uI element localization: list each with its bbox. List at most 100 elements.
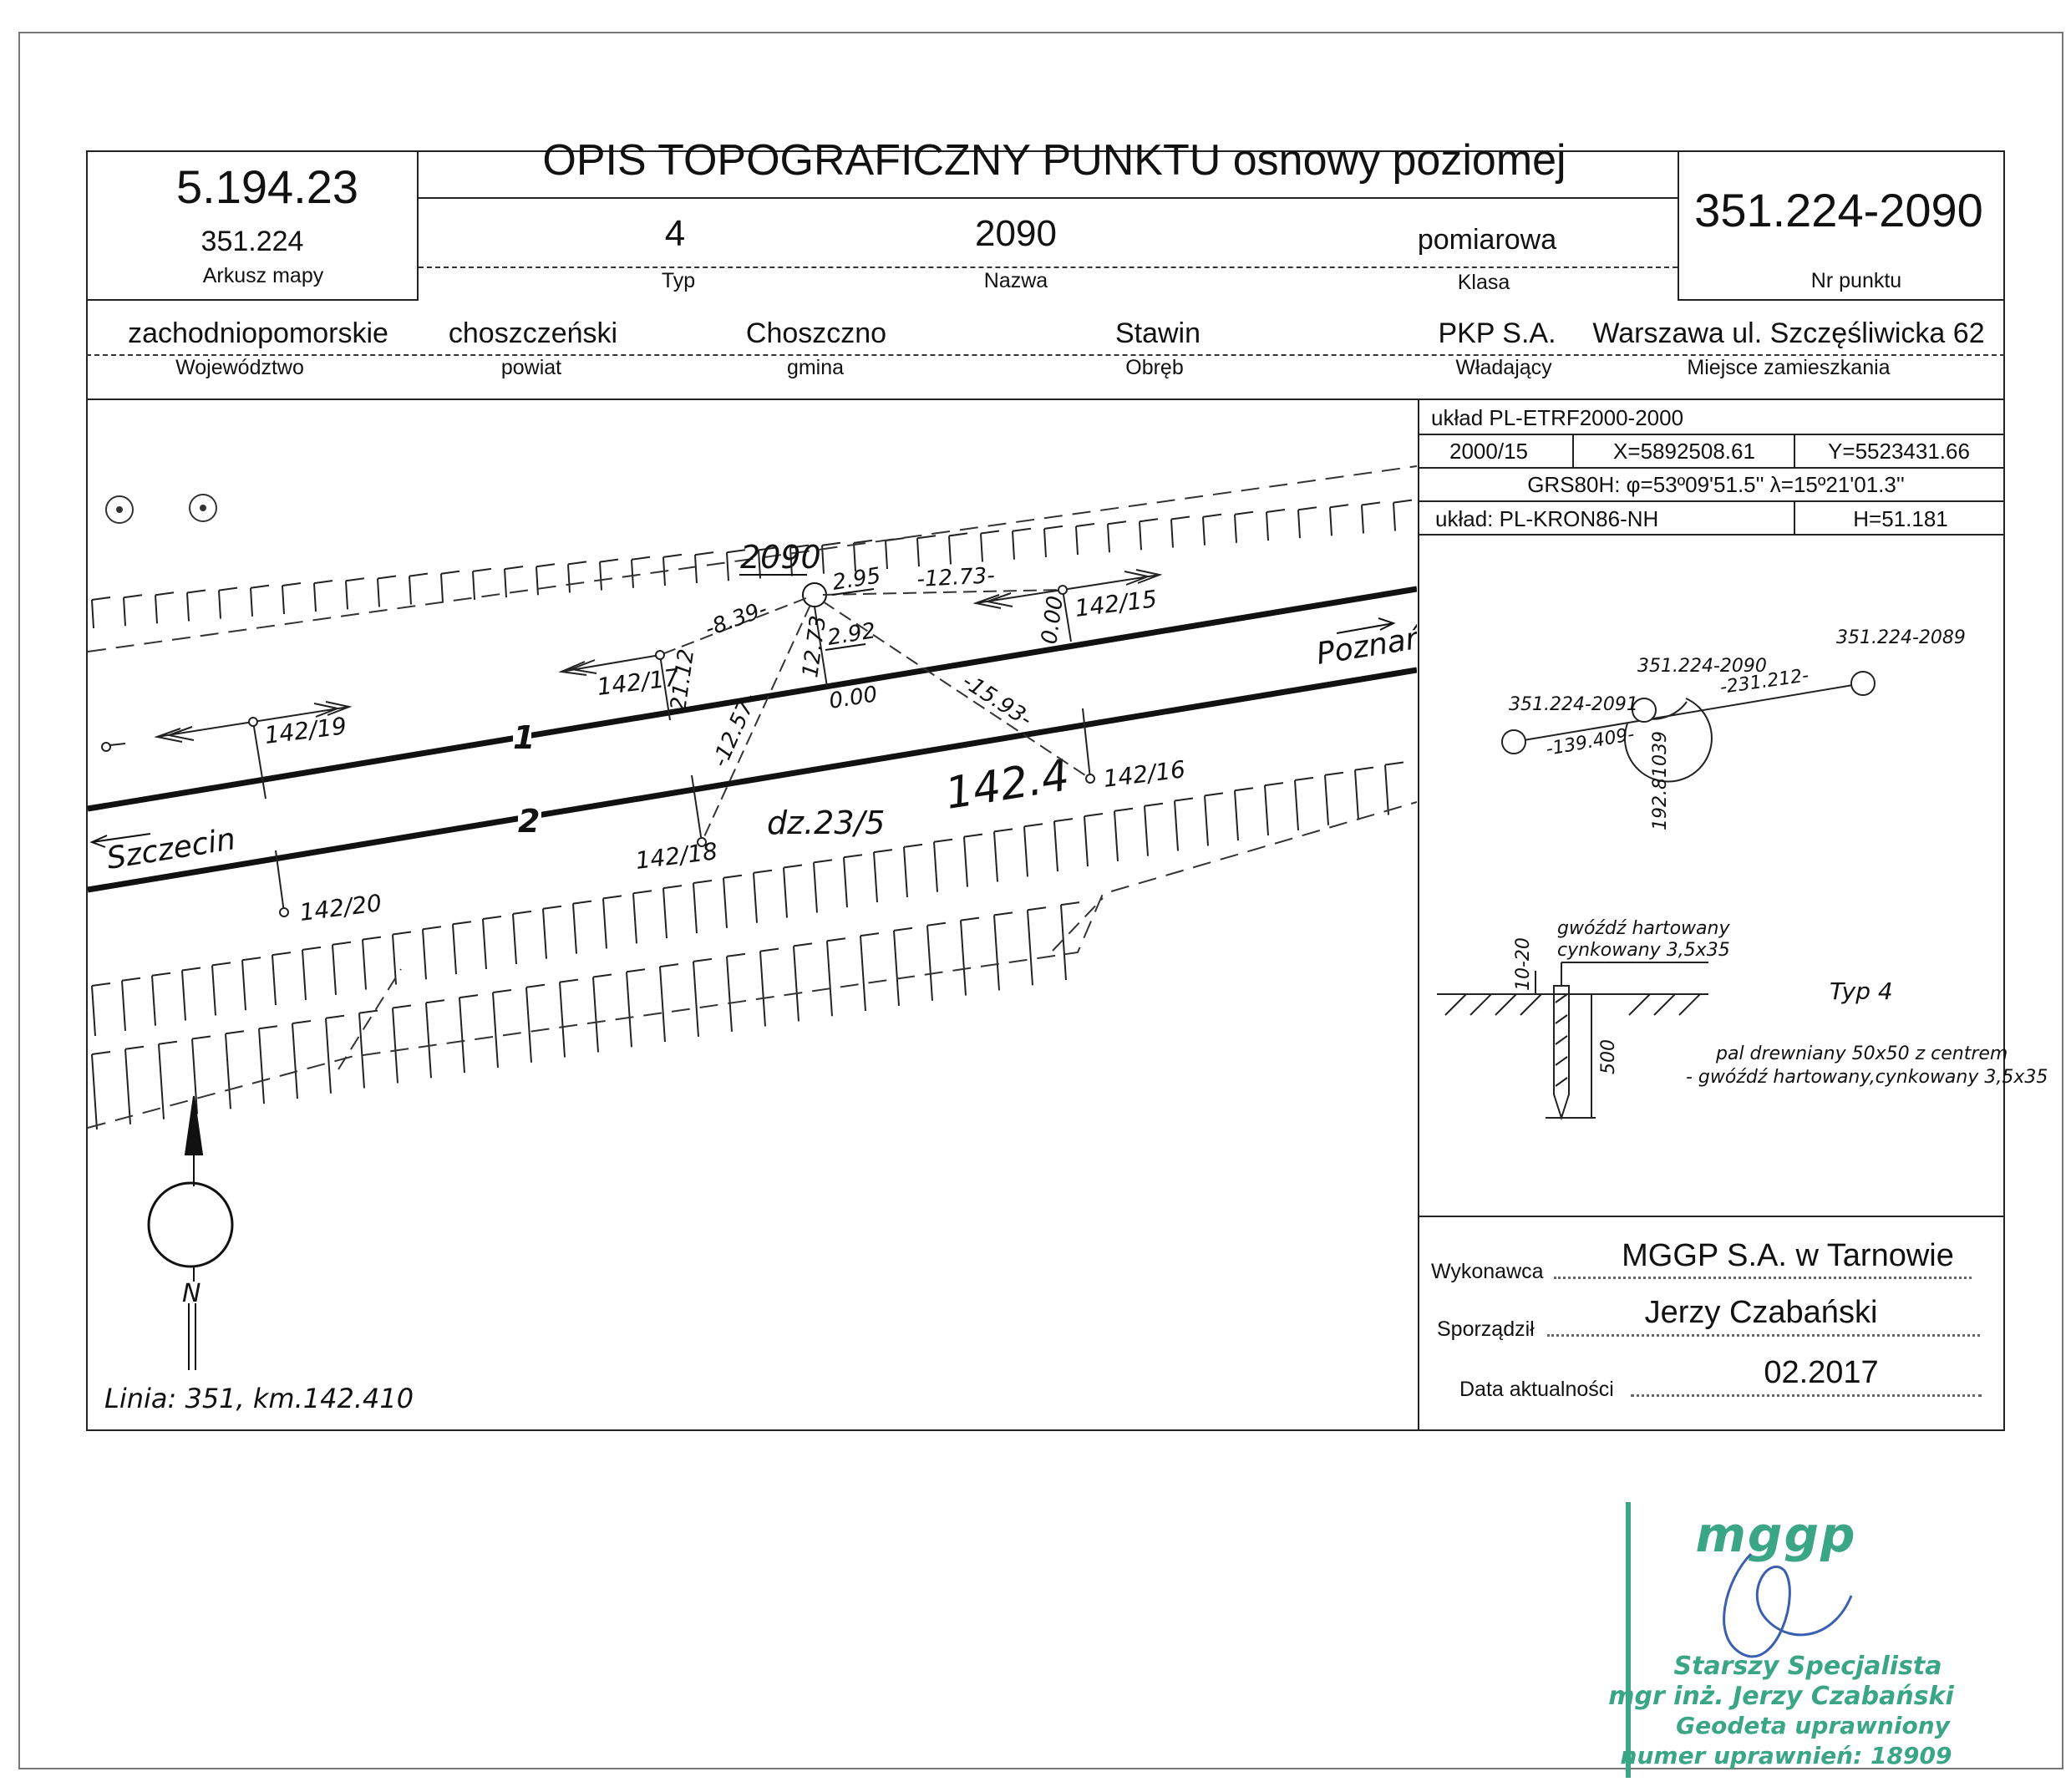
point-number-box [1678,150,2005,301]
perp-142-19 [252,721,266,800]
tree-icon [200,505,206,511]
track-2 [87,667,1417,893]
class-label: Klasa [1457,271,1510,294]
line-info: Linia: 351, km.142.410 [104,1383,414,1414]
coordinates-col-line-3 [1794,500,1795,536]
left-km-marker [101,742,111,752]
location-dash-line [86,354,2005,356]
date-dots [1631,1394,1982,1397]
class-value: pomiarowa [1417,224,1557,256]
right-panel-divider [1418,399,1419,1431]
header-dash-line [419,267,1678,268]
contractor-dots [1554,1277,1972,1279]
label-142-16: 142/16 [1102,755,1187,793]
perp-142-15 [1062,589,1072,642]
network-point-2091 [1501,729,1526,754]
marker-142-17 [655,650,665,660]
poznan-arrow [1336,617,1396,634]
arrow-142-17 [558,654,661,676]
contractor-label: Wykonawca [1431,1260,1544,1283]
marker-desc-2: - gwóźdź hartowany,cynkowany 3,5x35 [1686,1067,2048,1088]
north-arrow-head [184,1095,204,1155]
precinct-label: Obręb [1125,356,1184,379]
map-sheet-box [86,150,419,301]
coordinate-zone: 2000/15 [1449,439,1528,464]
measure-8-39: -8.39- [702,596,770,642]
residence-value: Warszawa ul. Szczęśliwicka 62 [1592,317,1985,349]
tree-icon [105,495,134,524]
page-frame [18,32,2063,1769]
line-to-142-18 [701,604,811,843]
nail-label-2: cynkowany 3,5x35 [1557,940,1730,961]
szczecin-arrow [89,833,151,848]
official-stamp: mggp Starszy Specjalista mgr inż. Jerzy … [1608,1495,1954,1788]
name-label: Nazwa [983,269,1048,292]
contractor-value: MGGP S.A. w Tarnowie [1622,1238,1954,1273]
measure-12-57: -12.57- [708,689,762,770]
label-142-15: 142/15 [1074,585,1159,622]
network-point-2089 [1850,671,1876,696]
north-arrow [147,1095,234,1370]
km-label: 142.4 [942,750,1073,820]
voivodeship-value: zachodniopomorskie [128,317,388,349]
arrow-142-19-left [154,721,254,743]
track-1 [87,586,1417,812]
coordinates-col-line-2 [1794,434,1795,467]
network-label-2090: 351.224-2090 [1637,656,1767,677]
measure-0-00-a: 0.00 [1037,594,1068,646]
stamp-line-1: Starszy Specjalista [1673,1652,1942,1681]
county-label: powiat [500,356,562,379]
track-1-label-bg [513,720,531,752]
map-sheet-number: 5.194.23 [176,160,358,213]
marker-142-16 [1085,774,1095,784]
perp-142-18 [691,774,703,843]
type-label: Typ [661,269,696,292]
footer-top-line [1418,1216,2005,1217]
north-arrow-circle [147,1181,234,1268]
voivodeship-label: Województwo [175,356,304,379]
network-label-2089: 351.224-2089 [1836,627,1966,648]
lower-dash-slope [338,968,402,1070]
coordinates-row-line-1 [1418,467,2005,469]
stamp-line-2: mgr inż. Jerzy Czabański [1608,1682,1954,1711]
precinct-value: Stawin [1114,317,1201,349]
marker-142-18 [697,837,707,847]
arrow-142-15-right [1062,569,1163,591]
line-to-142-17 [659,597,807,656]
perp-2090 [814,606,828,688]
network-sketch: 351.224-2091 351.224-2090 351.224-2089 -… [1501,627,1966,830]
commune-label: gmina [786,356,845,379]
height-value: H=51.181 [1853,506,1948,531]
depth-top-label: 10-20 [1513,937,1534,991]
lower-embankment-hatch [91,761,1404,1130]
residence-label: Miejsce zamieszkania [1687,356,1891,379]
upper-embankment-edge [87,465,1417,652]
point-number-label: Nr punktu [1810,269,1902,292]
measure-15-93: -15.93- [957,669,1037,733]
arrow-142-15-left [972,589,1063,609]
form-border [86,150,2005,1431]
arrow-142-19-right [252,701,353,723]
network-label-2091: 351.224-2091 [1509,694,1638,715]
tree-icon [189,494,217,522]
point-number: 351.224-2090 [1694,184,1983,236]
stamp-logo: mggp [1695,1506,1857,1563]
track-1-label: 1 [513,719,535,756]
page-title: OPIS TOPOGRAFICZNY PUNKTU osnowy poziome… [542,136,1566,185]
track-2-label: 2 [518,803,540,840]
pile-hatch [1555,993,1568,1087]
signature-image [1723,1552,1853,1658]
name-value: 2090 [975,213,1057,254]
lower-embankment-dash [1052,897,1104,952]
depth-label: 500 [1598,1039,1619,1074]
ground-hatch [1444,993,1701,1016]
measure-2-95-underline [831,588,875,596]
measure-21-12: 21.12 [666,647,699,713]
situation-sketch: Poznań Szczecin 1 2 142.4 dz.23/5 2090 [87,465,1417,1414]
coordinate-system: układ PL-ETRF2000-2000 [1431,405,1684,430]
map-sheet-label: Arkusz mapy [202,264,324,287]
owner-label: Władający [1455,356,1552,379]
north-label: N [182,1279,201,1308]
stamp-side-bar [1626,1502,1631,1778]
coordinate-y: Y=5523431.66 [1828,439,1970,464]
